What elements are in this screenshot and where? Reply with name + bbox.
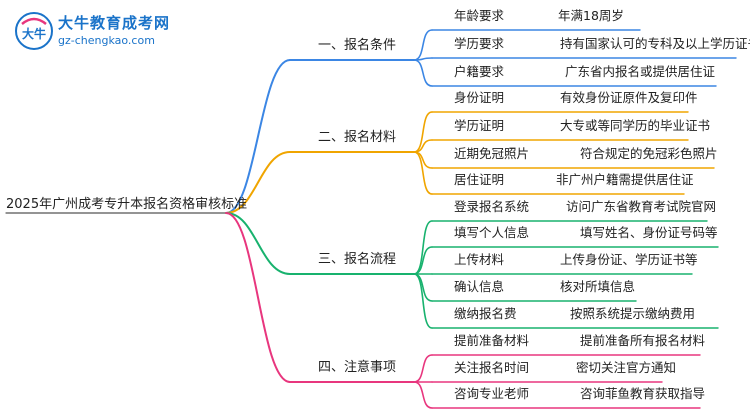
- section-4-branch: [225, 212, 291, 383]
- section-3-item-4-value: 核对所填信息: [560, 279, 636, 294]
- section-3-item-5-label: 缴纳报名费: [454, 306, 517, 321]
- section-2-item-1-label: 身份证明: [454, 90, 505, 105]
- section-1-item-1-value: 年满18周岁: [558, 8, 624, 23]
- section-4-item-1-label: 提前准备材料: [454, 333, 530, 348]
- section-1-item-3-value: 广东省内报名或提供居住证: [565, 64, 716, 79]
- section-1-item-1-label: 年龄要求: [454, 8, 505, 23]
- section-2-item-4-branch: [413, 151, 433, 195]
- logo-mark-icon: 大牛: [15, 12, 53, 50]
- logo-url: gz-chengkao.com: [58, 34, 155, 47]
- section-2-item-1-branch: [413, 111, 433, 153]
- section-4-item-2-value: 密切关注官方通知: [576, 360, 677, 375]
- section-2-item-4-value: 非广州户籍需提供居住证: [556, 172, 694, 187]
- section-3-item-2-value: 填写姓名、身份证号码等: [580, 225, 718, 240]
- logo-mark-text: 大牛: [22, 26, 46, 41]
- section-4-item-2-label: 关注报名时间: [454, 360, 530, 375]
- section-2-item-2-value: 大专或等同学历的毕业证书: [560, 118, 711, 133]
- section-4-item-1-value: 提前准备所有报名材料: [580, 333, 706, 348]
- section-3-item-1-label: 登录报名系统: [454, 199, 530, 214]
- section-3-branch: [225, 212, 291, 275]
- section-4-item-3-label: 咨询专业老师: [454, 386, 530, 401]
- section-1-item-2-label: 学历要求: [454, 36, 505, 51]
- section-1-item-3-branch: [413, 59, 433, 87]
- logo-title: 大牛教育成考网: [58, 14, 171, 32]
- section-1-item-1-branch: [413, 29, 433, 61]
- section-4-item-3-value: 咨询菲鱼教育获取指导: [580, 386, 706, 401]
- section-4-item-1-branch: [413, 354, 433, 383]
- root-topic: 2025年广州成考专升本报名资格审核标准: [6, 197, 248, 212]
- section-3-item-1-value: 访问广东省教育考试院官网: [566, 199, 717, 214]
- section-2-item-3-label: 近期免冠照片: [454, 146, 530, 161]
- section-4-item-3-branch: [413, 381, 433, 409]
- section-2-title: 二、报名材料: [318, 130, 397, 145]
- section-3-item-2-label: 填写个人信息: [454, 225, 530, 240]
- section-3-item-3-value: 上传身份证、学历证书等: [560, 252, 698, 267]
- section-1-item-2-value: 持有国家认可的专科及以上学历证书: [560, 36, 750, 51]
- section-2-item-3-value: 符合规定的免冠彩色照片: [580, 146, 718, 161]
- section-3-item-5-branch: [413, 273, 433, 329]
- section-1-branch: [225, 59, 291, 214]
- section-2-item-1-value: 有效身份证原件及复印件: [560, 90, 698, 105]
- section-1-title: 一、报名条件: [318, 38, 397, 53]
- section-3-item-5-value: 按照系统提示缴纳费用: [570, 306, 696, 321]
- section-2-branch: [225, 151, 291, 214]
- section-2-item-2-label: 学历证明: [454, 118, 505, 133]
- section-2-item-4-label: 居住证明: [454, 172, 505, 187]
- section-3-item-4-label: 确认信息: [454, 279, 505, 294]
- section-4-title: 四、注意事项: [318, 360, 397, 375]
- section-3-item-3-label: 上传材料: [454, 252, 505, 267]
- site-logo[interactable]: 大牛 大牛教育成考网 gz-chengkao.com: [14, 10, 214, 54]
- section-2-item-3-branch: [413, 151, 433, 169]
- section-1-item-3-label: 户籍要求: [454, 64, 505, 79]
- section-3-title: 三、报名流程: [318, 252, 397, 267]
